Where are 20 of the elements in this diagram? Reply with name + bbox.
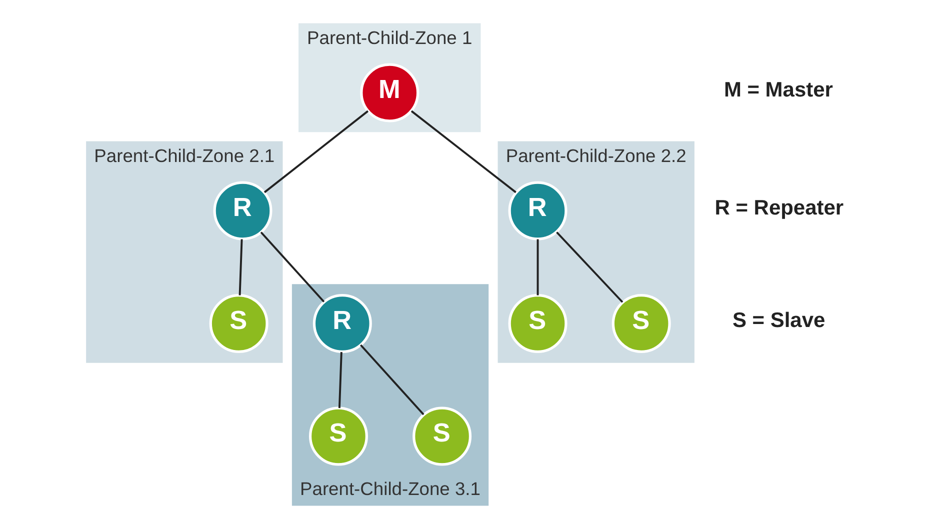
connector xyxy=(238,239,242,296)
node-circle: R xyxy=(212,181,272,240)
node-circle: S xyxy=(412,406,472,466)
connector xyxy=(410,110,516,194)
node-circle: S xyxy=(308,406,368,466)
node-circle: S xyxy=(208,294,268,353)
connector xyxy=(338,352,342,408)
connector xyxy=(556,232,623,303)
label: M = Master xyxy=(723,78,832,102)
node-circle: R xyxy=(312,294,372,353)
label: S = Slave xyxy=(732,309,825,332)
connector xyxy=(359,344,424,416)
label: R = Repeater xyxy=(714,196,844,220)
connector xyxy=(536,239,538,296)
node-circle: M xyxy=(360,63,419,122)
node-circle: S xyxy=(611,294,670,353)
connector xyxy=(260,232,324,302)
connector xyxy=(263,110,368,194)
node-circle: R xyxy=(508,181,567,240)
node-circle: S xyxy=(508,294,567,353)
